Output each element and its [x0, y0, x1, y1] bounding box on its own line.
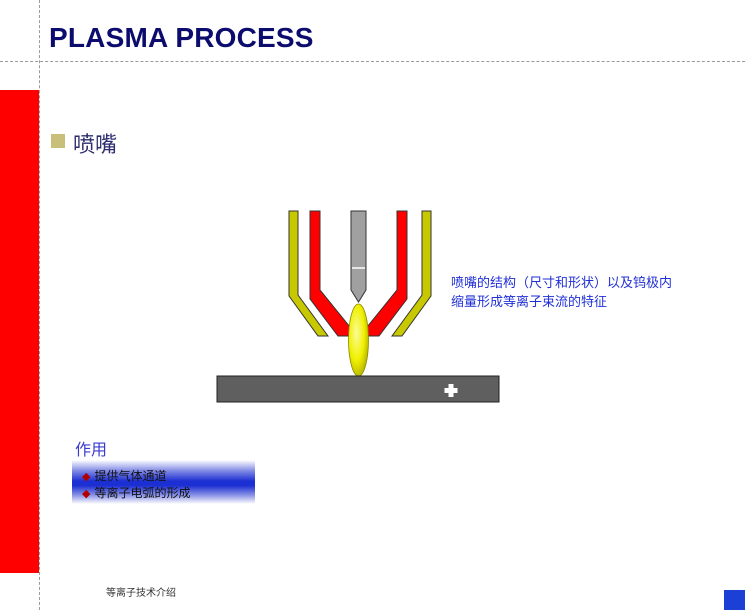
role-label: 作用 — [75, 440, 108, 459]
corner-square — [724, 590, 745, 610]
nozzle-diagram — [216, 210, 500, 403]
slide-title: PLASMA PROCESS — [49, 22, 314, 53]
plasma-arc — [348, 303, 369, 377]
horizontal-guide-line — [0, 61, 745, 62]
nozzle-annotation: 喷嘴的结构（尺寸和形状）以及钨极内 缩量形成等离子束流的特征 — [451, 274, 672, 312]
role-list-item: ◆等离子电弧的形成 — [82, 484, 190, 501]
inner-nozzle-left — [309, 210, 351, 337]
footer-text: 等离子技术介绍 — [106, 588, 176, 599]
plus-icon — [444, 384, 458, 397]
role-item-text: 提供气体通道 — [94, 469, 167, 483]
outer-nozzle-right — [391, 210, 432, 337]
role-item-text: 等离子电弧的形成 — [94, 486, 191, 500]
square-bullet-icon — [51, 134, 65, 148]
annotation-line-1: 喷嘴的结构（尺寸和形状）以及钨极内 — [451, 276, 673, 291]
red-side-bar — [0, 90, 39, 573]
outer-nozzle-left — [288, 210, 329, 337]
role-list-band: ◆提供气体通道 ◆等离子电弧的形成 — [72, 460, 255, 504]
diamond-bullet-icon: ◆ — [82, 470, 91, 483]
annotation-line-2: 缩量形成等离子束流的特征 — [451, 295, 608, 310]
role-list-item: ◆提供气体通道 — [82, 467, 166, 484]
inner-nozzle-right — [366, 210, 408, 337]
diamond-bullet-icon: ◆ — [82, 487, 91, 500]
tungsten-electrode — [350, 210, 367, 303]
vertical-guide-line — [39, 0, 40, 610]
section-heading: 喷嘴 — [73, 133, 118, 158]
